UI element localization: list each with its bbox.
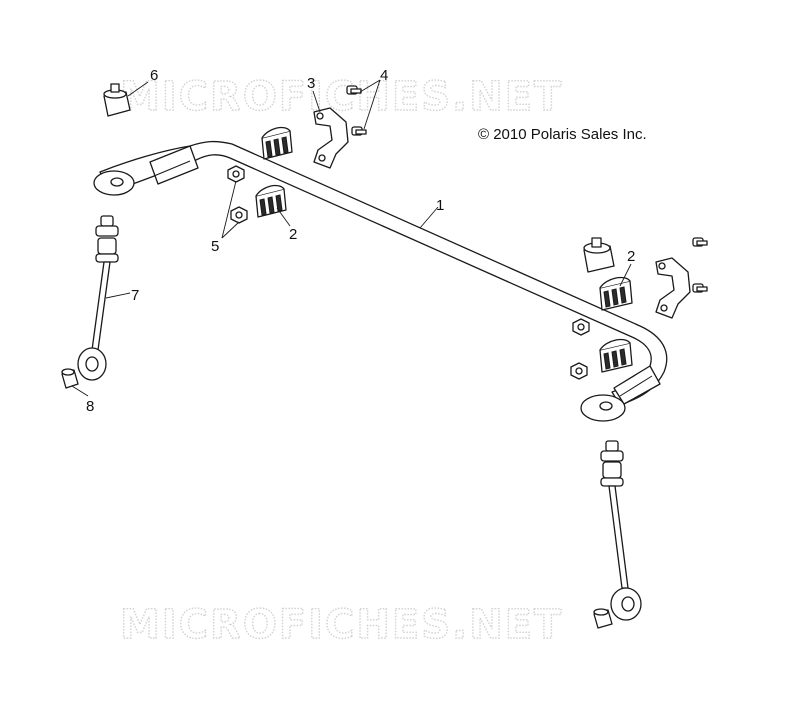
- bolt-left-upper: [346, 85, 362, 95]
- bushing-left-lower: [255, 184, 287, 218]
- spacer-right: [593, 608, 613, 629]
- callout-8: 8: [86, 398, 94, 415]
- bracket-left: [313, 107, 349, 169]
- callout-2-left: 2: [289, 226, 297, 243]
- nut-right-lower: [570, 362, 588, 380]
- nut-left-upper: [227, 165, 245, 183]
- nut-left-lower: [230, 206, 248, 224]
- bracket-right: [655, 257, 691, 319]
- callout-3: 3: [307, 75, 315, 92]
- leader-lines: [71, 79, 632, 397]
- copyright-text: © 2010 Polaris Sales Inc.: [478, 126, 647, 143]
- callout-6: 6: [150, 67, 158, 84]
- watermark-top: MICROFICHES.NET: [120, 74, 563, 120]
- callout-4: 4: [380, 67, 388, 84]
- nut-right-upper: [572, 318, 590, 336]
- cap-right: [583, 237, 615, 273]
- cap-left: [103, 83, 131, 117]
- stabilizer-bar: [93, 140, 668, 422]
- bushing-right-upper: [599, 276, 633, 311]
- bushing-left-upper: [261, 126, 293, 160]
- callout-7: 7: [131, 287, 139, 304]
- callout-2-right: 2: [627, 248, 635, 265]
- callout-5: 5: [211, 238, 219, 255]
- link-left: [77, 215, 119, 381]
- bolt-right-upper: [692, 237, 708, 247]
- link-right: [600, 440, 642, 621]
- callout-1: 1: [436, 197, 444, 214]
- bolt-right-lower: [692, 283, 708, 293]
- bushing-right-lower: [599, 338, 633, 373]
- watermark-bottom: MICROFICHES.NET: [120, 602, 563, 648]
- spacer-left: [61, 368, 79, 389]
- bolt-left-lower: [351, 126, 367, 136]
